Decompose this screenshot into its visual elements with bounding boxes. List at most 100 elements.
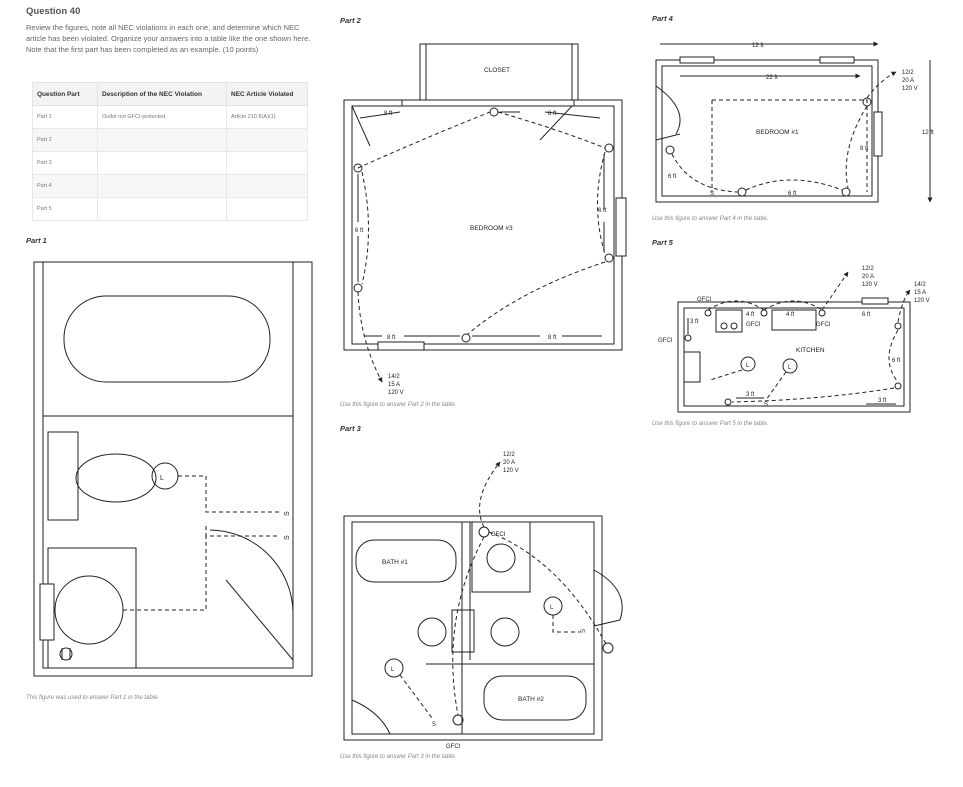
part4-switch: S: [710, 191, 714, 197]
part3-door-swing-2: [351, 699, 391, 735]
part1-wire-sink: [123, 536, 207, 611]
part2-dim-right: 6 ft: [598, 208, 607, 214]
part5-wire: [888, 329, 899, 383]
part3-toilet-2: [490, 617, 520, 647]
part5-dim-4ft-label: 4 ft: [746, 312, 755, 318]
part2-circuit-2: 15 A: [388, 382, 400, 388]
part2-window-right: [615, 197, 627, 257]
part5-gfci-outlet: [760, 309, 768, 317]
part3-light-label-2: L: [391, 667, 395, 673]
part4-caption: Use this figure to answer Part 4 in the …: [652, 216, 769, 222]
part5-gfci-outlet: [818, 309, 826, 317]
part5-dim-6ft-top-label: 6 ft: [862, 312, 871, 318]
part5-dim-4ft-label-2: 4 ft: [786, 312, 795, 318]
part1-inner-wall: [42, 261, 294, 669]
part2-homerun: [357, 291, 383, 383]
part3-tub-1: [355, 539, 457, 583]
part2-room-label: BEDROOM #3: [470, 225, 513, 232]
part5-dim-3ft-right-label: 3 ft: [878, 398, 887, 404]
part4-dim-22ft-label: 22 ft: [766, 75, 778, 81]
part5-window: [861, 297, 889, 305]
part2-outlet: [489, 107, 499, 117]
part4-outlet: [841, 187, 851, 197]
part4-window: [679, 56, 715, 64]
part3-switch-1: S: [581, 629, 587, 633]
part1-wire-light-switch: [178, 475, 280, 513]
part4-wire: [671, 153, 739, 193]
part1-switch-2: S: [284, 535, 291, 540]
part4-room-label: BEDROOM #1: [756, 129, 799, 136]
question-intro: Review the figures, note all NEC violati…: [26, 23, 311, 54]
part2-dim-top-left: 8 ft: [384, 111, 393, 117]
cell-article: [226, 174, 308, 198]
part4-outlet: [665, 145, 675, 155]
part5-light-2: [782, 358, 798, 374]
part4-outlet: [737, 187, 747, 197]
part3-light-2: [384, 658, 404, 678]
part1-door-leaf: [225, 579, 294, 661]
part5-fridge: [683, 351, 701, 383]
part3-outlet: [602, 642, 614, 654]
part2-outlet: [461, 333, 471, 343]
part4-window: [819, 56, 855, 64]
part4-wire: [845, 105, 868, 189]
part4-circuit-2: 20 A: [902, 78, 914, 84]
part5-outlet: [894, 382, 902, 390]
part2-dim-bottom-right: 8 ft: [548, 335, 557, 341]
part5-title: Part 5: [652, 238, 673, 247]
part2-wire: [597, 151, 606, 255]
part4-door-leaf: [655, 133, 681, 141]
part2-wire: [497, 111, 606, 149]
part5-wire: [731, 387, 895, 403]
cell-part: Part 5: [32, 197, 98, 221]
part5-burner: [720, 322, 728, 330]
part2-window-bottom: [377, 341, 425, 351]
part4-window-right: [873, 111, 883, 157]
table-row: Part 5: [32, 197, 308, 221]
part4-dim-12ft-right-label: 12 ft: [922, 130, 934, 136]
part3-vanity: [471, 521, 531, 593]
part5-gfci-outlet: [704, 309, 712, 317]
part5-gfci-label-top: GFCI: [697, 297, 712, 303]
cell-part: Part 2: [32, 128, 98, 152]
part3-light-label-1: L: [550, 605, 554, 611]
part2-dim-bottom-left: 8 ft: [387, 335, 396, 341]
part3-circuit-3: 120 V: [503, 468, 519, 474]
part2-door-leaves: [351, 105, 573, 147]
part5-homerun-a: [821, 271, 849, 311]
cell-article: [226, 151, 308, 175]
part2-outlet: [604, 143, 614, 153]
part1-light-label: L: [160, 475, 164, 482]
part3-outer-wall: [343, 515, 603, 741]
part5-homerun-b: [897, 289, 911, 323]
part5-gfci-label-range: GFCI: [746, 322, 761, 328]
part1-toilet-bowl: [75, 453, 157, 503]
cell-description: [97, 197, 227, 221]
part1-toilet-tank: [47, 431, 79, 521]
cell-article: [226, 197, 308, 221]
part2-closet-door: [401, 99, 575, 107]
part4-inner-wall: [661, 65, 873, 197]
part4-bedroom-plan: 12 ft 22 ft 12 ft 8 ft 6 ft 6 ft S BEDRO…: [655, 41, 934, 203]
part3-caption: Use this figure to answer Part 3 in the …: [340, 754, 457, 760]
part5-sink: [771, 309, 817, 331]
part5-kitchen-plan: GFCI GFCI GFCI GFCI 3 ft 4 ft 4 ft 6 ft …: [658, 266, 930, 413]
part3-wire: [452, 536, 485, 716]
part5-caption: Use this figure to answer Part 5 in the …: [652, 421, 769, 427]
part5-gfci-outlet: [684, 334, 692, 342]
table-row: Part 3: [32, 151, 308, 175]
part5-circuit-a-2: 20 A: [862, 274, 874, 280]
part3-gfci-label: GFCI: [491, 532, 506, 538]
part3-wire-switch: [552, 615, 580, 633]
part4-dim-8ft-label: 8 ft: [860, 146, 869, 152]
part1-title: Part 1: [26, 236, 47, 245]
part1-caption: This figure was used to answer Part 1 in…: [26, 695, 160, 701]
part3-circuit-2: 20 A: [503, 460, 515, 466]
nec-table: Question Part Description of the NEC Vio…: [32, 82, 308, 221]
part2-wire: [467, 261, 606, 335]
cell-part: Part 4: [32, 174, 98, 198]
part1-door-swing: [209, 529, 294, 613]
part4-dim-12ft-top-label: 12 ft: [752, 43, 764, 49]
part1-sink: [54, 575, 124, 645]
